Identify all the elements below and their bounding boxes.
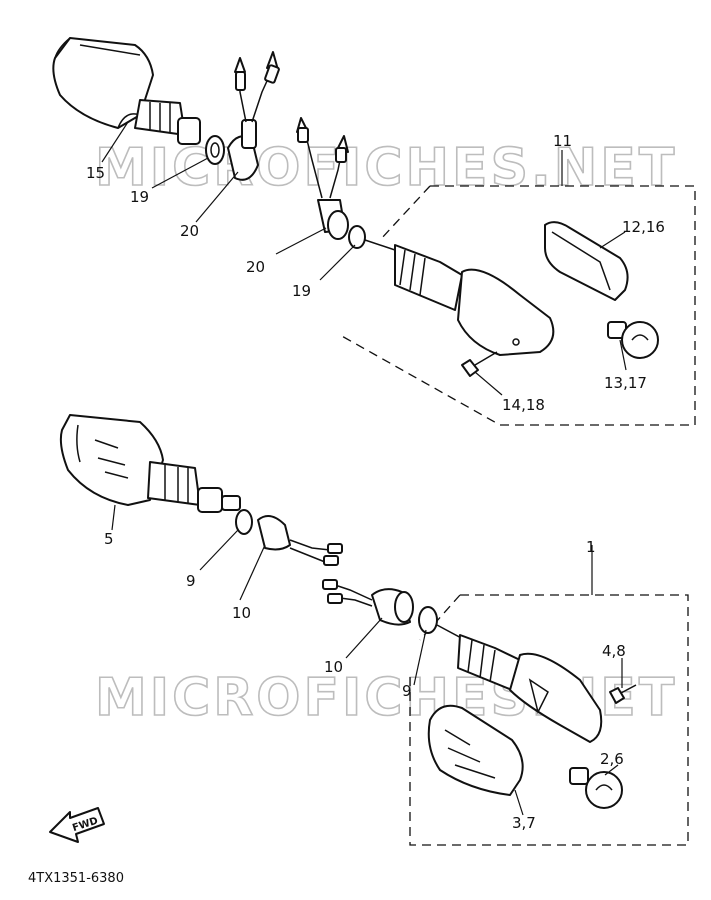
bulb-2-6 [569, 767, 623, 809]
collar-9-right [418, 606, 466, 641]
wire-leads-5 [289, 539, 343, 566]
collar-19-lower [348, 225, 396, 251]
wire-leads-1 [322, 579, 373, 607]
callout-10-left: 10 [232, 604, 251, 622]
callout-11: 11 [553, 132, 572, 150]
wire-leads-upper [234, 51, 280, 123]
callout-13-17: 13,17 [604, 374, 647, 392]
callout-2-6: 2,6 [600, 750, 624, 768]
callout-9-right: 9 [402, 682, 412, 700]
turn-signal-body-11 [394, 244, 555, 356]
grommet-20-lower [317, 199, 349, 240]
grommet-20-upper [227, 119, 259, 181]
watermark-top: MICROFICHES.NET [95, 138, 677, 198]
callout-12-16: 12,16 [622, 218, 665, 236]
leader-lines [101, 121, 627, 816]
grommet-10-right [371, 588, 414, 626]
dashed-box-11 [339, 185, 696, 426]
screw-14-18 [461, 351, 498, 377]
callout-5: 5 [104, 530, 114, 548]
turn-signal-assembly-5 [59, 414, 291, 551]
bulb-13-17 [607, 321, 659, 359]
callout-19-lower: 19 [292, 282, 311, 300]
screw-4-8 [609, 684, 637, 704]
lens-12-16 [544, 221, 629, 301]
callout-9-left: 9 [186, 572, 196, 590]
catalog-code: 4TX1351-6380 [28, 871, 124, 886]
callout-19-upper: 19 [130, 188, 149, 206]
turn-signal-body-1 [457, 634, 603, 743]
callout-3-7: 3,7 [512, 814, 536, 832]
lens-3-7 [427, 704, 524, 796]
callout-15: 15 [86, 164, 105, 182]
callout-10-right: 10 [324, 658, 343, 676]
callout-1: 1 [586, 538, 596, 556]
callout-20-lower: 20 [246, 258, 265, 276]
turn-signal-assembly-15 [52, 37, 225, 165]
callout-14-18: 14,18 [502, 396, 545, 414]
wire-leads-lower-top [296, 117, 349, 199]
callout-4-8: 4,8 [602, 642, 626, 660]
fwd-arrow-icon: FWD [49, 807, 105, 843]
callout-20-upper: 20 [180, 222, 199, 240]
